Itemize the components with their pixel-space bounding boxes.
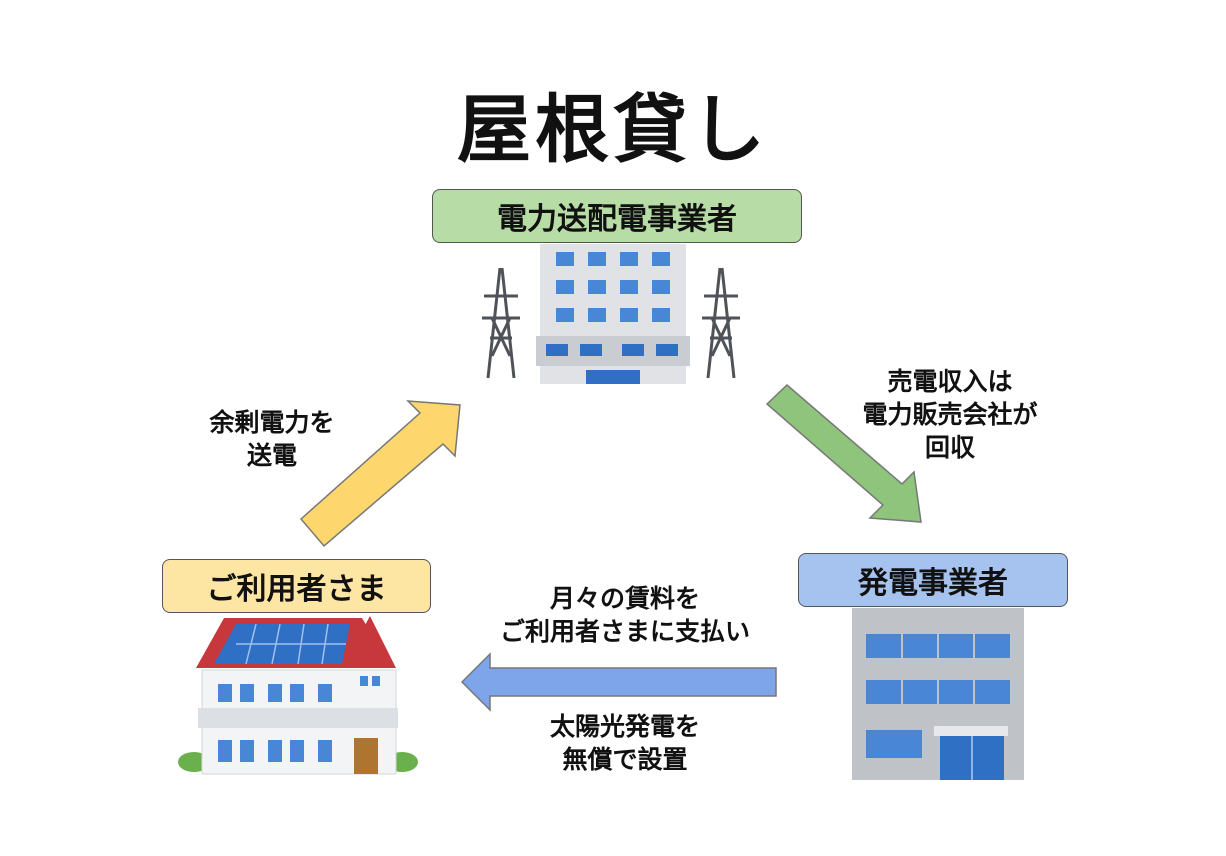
- grid-operator-label: 電力送配電事業者: [432, 189, 802, 243]
- user-label: ご利用者さま: [162, 559, 431, 613]
- arrow-grid-to-generator: [765, 383, 922, 523]
- power-company-building-icon: [536, 244, 690, 384]
- transmission-tower-right-icon: [702, 267, 740, 379]
- generator-label: 発電事業者: [798, 553, 1068, 607]
- install-note: 太陽光発電を 無償で設置: [480, 710, 770, 776]
- arrow-generator-to-user: [460, 652, 777, 712]
- sales-note-line: 電力販売会社が: [862, 400, 1038, 429]
- generator-building-icon: [852, 608, 1024, 780]
- arrow-surplus-to-grid: [299, 400, 461, 548]
- rent-note: 月々の賃料を ご利用者さまに支払い: [440, 582, 810, 648]
- sales-note-line: 売電収入は: [887, 367, 1013, 396]
- install-note-line: 無償で設置: [562, 745, 688, 774]
- surplus-note-line: 余剰電力を: [209, 408, 335, 437]
- install-note-line: 太陽光発電を: [549, 712, 700, 741]
- house-with-solar-panels-icon: [178, 616, 418, 775]
- page-title: 屋根貸し: [457, 87, 769, 173]
- sales-revenue-note: 売電収入は 電力販売会社が 回収: [835, 365, 1065, 464]
- surplus-note: 余剰電力を 送電: [172, 406, 372, 472]
- rent-note-line: 月々の賃料を: [549, 584, 700, 613]
- rent-note-line: ご利用者さまに支払い: [499, 617, 750, 646]
- sales-note-line: 回収: [924, 433, 975, 462]
- transmission-tower-left-icon: [482, 267, 520, 379]
- surplus-note-line: 送電: [246, 441, 297, 470]
